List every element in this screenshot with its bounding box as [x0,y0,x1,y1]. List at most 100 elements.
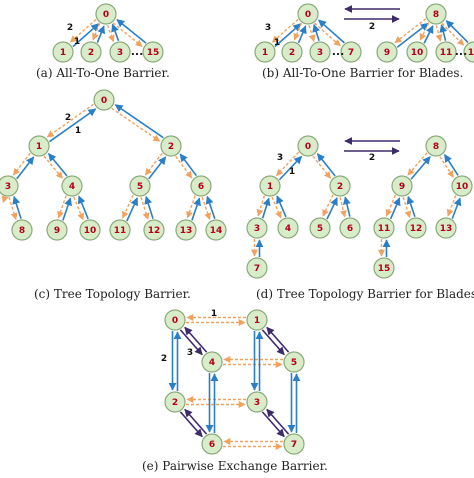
svg-text:7: 7 [291,440,297,450]
d-step-3-label: 3 [277,153,283,163]
svg-text:0: 0 [305,10,311,20]
edge-layer [1,5,469,450]
c-3-8-release-arrow [8,197,18,220]
c-5-12-gather-arrow [144,195,154,220]
svg-text:14: 14 [210,226,223,236]
node-c-2: 2 [160,135,182,157]
b-right-edge-0-gather-arrow [396,22,429,48]
svg-text:4: 4 [285,224,291,234]
d-2-6-gather-arrow [342,196,351,217]
d-10-13-gather-arrow [451,197,462,219]
e-step-2-label: 2 [161,354,167,364]
node-c-0: 0 [93,89,115,111]
svg-text:10: 10 [456,182,469,192]
node-c-14: 14 [205,219,227,241]
a-edge-2-release-arrow [106,24,115,43]
c-step-1-label: 1 [75,126,81,136]
node-b-11: 11 [435,41,457,63]
svg-text:2: 2 [289,48,295,58]
b-right-ellipsis: ... [455,45,468,58]
c-4-10-gather-arrow [77,195,89,220]
node-d-10: 10 [451,175,473,197]
c-3-8-gather-arrow [12,195,22,220]
svg-text:6: 6 [347,224,353,234]
c-step-2-label: 2 [65,113,71,123]
node-e-1: 1 [246,309,268,331]
node-a-2: 2 [80,41,102,63]
svg-text:9: 9 [399,182,405,192]
d-8-10-release-arrow [439,156,454,178]
d-1-3-gather-arrow [261,197,271,219]
node-a-3: 3 [109,41,131,63]
node-c-13: 13 [175,219,197,241]
e-step3-forward-2 [179,411,203,438]
node-a-0: 0 [95,3,117,25]
c-0-2-gather-arrow [114,104,164,139]
a-edge-3-release-arrow [112,22,143,47]
node-layer: 0123150123789101115012345689101112131401… [0,3,474,455]
node-e-3: 3 [246,391,268,413]
svg-text:9: 9 [384,48,390,58]
node-c-6: 6 [190,175,212,197]
d-9-11-release-arrow [385,194,397,217]
c-0-1-release-arrow [46,103,94,138]
b-left-edge-2-gather-arrow [312,23,320,41]
c-4-10-release-arrow [73,196,84,221]
svg-text:2: 2 [337,182,343,192]
node-d-7: 7 [246,257,268,279]
c-2-5-gather-arrow [148,156,167,180]
d-8-10-gather-arrow [443,154,459,176]
svg-text:15: 15 [378,264,391,274]
svg-text:1: 1 [262,48,268,58]
b-step-1-label: 1 [274,38,280,48]
b-right-edge-3-release-arrow [441,23,465,46]
e-step3-forward-3 [261,411,285,438]
node-b-9: 9 [376,41,398,63]
node-c-12: 12 [143,219,165,241]
c-0-1-gather-arrow [48,108,97,143]
a-ellipsis: ... [131,45,144,58]
b-right-edge-1-release-arrow [419,22,430,41]
b-left-edge-0-gather-arrow [274,23,302,48]
e-step-1-label: 1 [211,309,217,319]
svg-text:11: 11 [378,224,391,234]
svg-text:0: 0 [101,96,107,106]
node-c-4: 4 [61,175,83,197]
svg-text:12: 12 [148,226,161,236]
c-4-9-release-arrow [57,195,67,219]
node-b-2: 2 [281,41,303,63]
node-c-8: 8 [11,219,33,241]
node-d-4: 4 [277,217,299,239]
caption-a: (a) All-To-One Barrier. [36,66,170,80]
node-a-15: 15 [142,41,164,63]
svg-text:2: 2 [88,48,94,58]
svg-text:15: 15 [468,48,474,58]
svg-text:11: 11 [440,48,453,58]
d-9-12-release-arrow [402,197,412,219]
node-d-13: 13 [435,217,457,239]
a-edge-0-gather-arrow [72,23,100,48]
svg-text:5: 5 [317,224,323,234]
node-b-15: 15 [463,41,474,63]
c-6-14-release-arrow [201,196,212,221]
svg-text:8: 8 [433,142,439,152]
caption-e: (e) Pairwise Exchange Barrier. [142,459,328,473]
svg-text:4: 4 [209,358,215,368]
b-right-edge-2-release-arrow [435,25,443,42]
node-b-7: 7 [340,41,362,63]
c-2-6-release-arrow [175,155,193,179]
node-d-3: 3 [246,217,268,239]
node-d-11: 11 [373,217,395,239]
svg-text:1: 1 [60,48,66,58]
svg-text:5: 5 [137,182,143,192]
d-10-13-release-arrow [446,195,457,217]
node-d-5: 5 [309,217,331,239]
node-b-1: 1 [254,41,276,63]
b-left-edge-3-release-arrow [314,22,341,47]
caption-b: (b) All-To-One Barrier for Blades. [262,66,464,80]
d-1-4-gather-arrow [276,195,287,218]
d-1-3-release-arrow [256,195,266,217]
svg-text:5: 5 [291,358,297,368]
node-d-2: 2 [329,175,351,197]
